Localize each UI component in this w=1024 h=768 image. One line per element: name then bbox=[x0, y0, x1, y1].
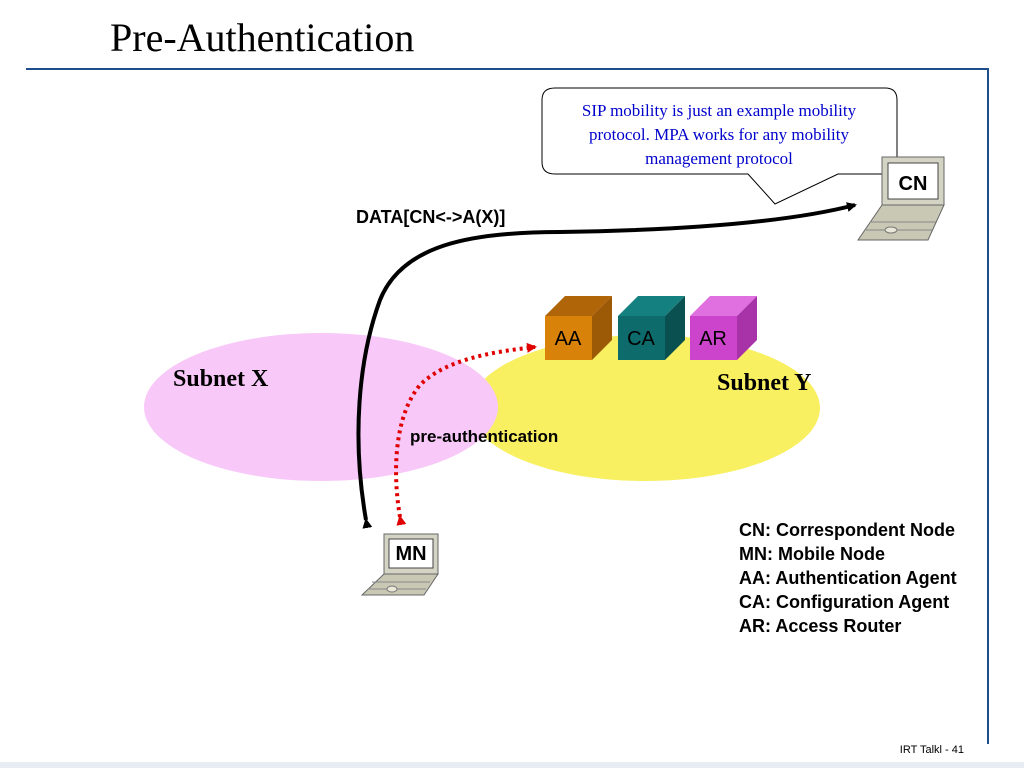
data-flow-arrow bbox=[356, 202, 857, 529]
right-border bbox=[987, 68, 989, 744]
legend: CN: Correspondent Node MN: Mobile Node A… bbox=[739, 518, 957, 638]
callout-line-1: SIP mobility is just an example mobility bbox=[582, 101, 857, 120]
legend-item: AA: Authentication Agent bbox=[739, 568, 957, 588]
legend-item: CN: Correspondent Node bbox=[739, 520, 955, 540]
callout-line-2: protocol. MPA works for any mobility bbox=[589, 125, 850, 144]
data-flow-label: DATA[CN<->A(X)] bbox=[356, 207, 505, 227]
bottom-band bbox=[0, 762, 1024, 768]
preauth-arrow bbox=[394, 342, 537, 526]
subnet-x-ellipse bbox=[144, 333, 498, 481]
preauth-label: pre-authentication bbox=[410, 427, 558, 446]
legend-item: AR: Access Router bbox=[739, 616, 902, 636]
mn-label: MN bbox=[395, 543, 426, 565]
subnet-y-label: Subnet Y bbox=[717, 370, 811, 396]
page-title: Pre-Authentication bbox=[110, 15, 415, 60]
cn-label: CN bbox=[899, 173, 928, 195]
slide-footer: IRT Talkl - 41 bbox=[899, 744, 964, 756]
mn-laptop-icon: MN bbox=[360, 533, 439, 596]
callout-line-3: management protocol bbox=[645, 149, 793, 168]
aa-label: AA bbox=[555, 328, 582, 350]
legend-item: CA: Configuration Agent bbox=[739, 592, 950, 612]
legend-item: MN: Mobile Node bbox=[739, 544, 885, 564]
ar-label: AR bbox=[699, 328, 727, 350]
cn-laptop-icon: CN bbox=[857, 156, 945, 241]
callout-bubble: SIP mobility is just an example mobility… bbox=[541, 87, 898, 205]
title-underline bbox=[26, 68, 988, 70]
ca-label: CA bbox=[627, 328, 655, 350]
subnet-x-label: Subnet X bbox=[173, 366, 269, 392]
